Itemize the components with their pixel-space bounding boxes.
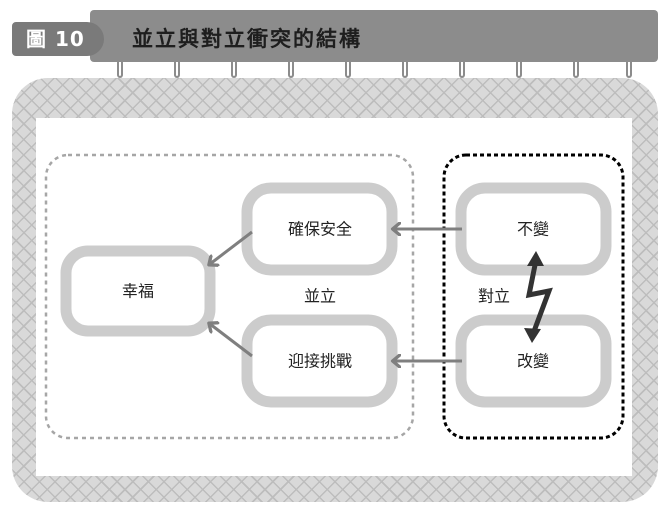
binder-hook <box>573 58 579 78</box>
binder-hook <box>402 58 408 78</box>
figure-title: 並立與對立衝突的結構 <box>132 27 362 51</box>
binder-hook <box>231 58 237 78</box>
figure-label: 圖 10 <box>12 22 104 56</box>
binder-hook <box>288 58 294 78</box>
arrow-security-to-happiness <box>210 230 253 264</box>
node-challenge-label: 迎接挑戰 <box>288 352 352 371</box>
binder-hook <box>516 58 522 78</box>
parallel-group-outline <box>44 153 415 440</box>
binder-hook <box>174 58 180 78</box>
node-security-label: 確保安全 <box>288 220 352 239</box>
binder-hook <box>117 58 123 78</box>
binder-hook <box>459 58 465 78</box>
node-change-label: 改變 <box>517 352 549 371</box>
binder-hook <box>626 58 632 78</box>
node-happiness-label: 幸福 <box>122 282 154 301</box>
node-unchanging-label: 不變 <box>517 220 549 239</box>
title-bar <box>90 10 658 62</box>
node-happiness-box <box>60 245 216 337</box>
opposition-group-label: 對立 <box>478 287 510 306</box>
binder-hook <box>345 58 351 78</box>
parallel-group-label: 並立 <box>304 287 336 306</box>
opposition-group-outline <box>442 153 625 440</box>
conflict-arrowhead-down <box>524 328 541 343</box>
conflict-arrowhead-up <box>527 251 544 266</box>
arrow-challenge-to-happiness <box>210 324 253 358</box>
conflict-lightning-line <box>525 259 553 335</box>
